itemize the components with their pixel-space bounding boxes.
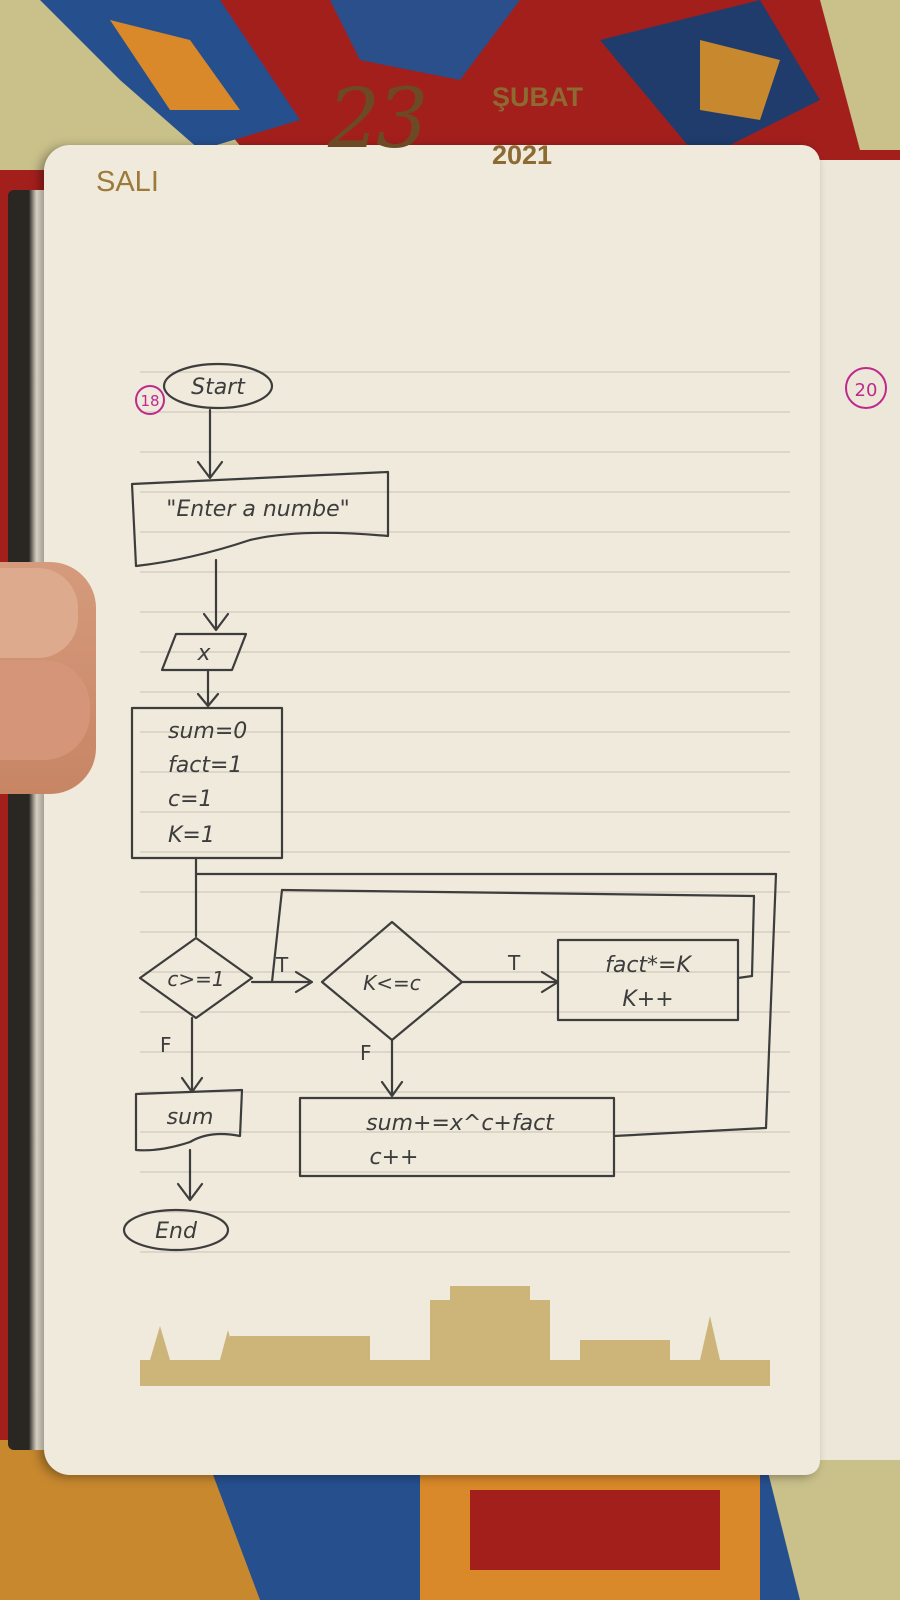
inner-false-label: F xyxy=(360,1041,372,1065)
planner-page xyxy=(44,145,820,1475)
outer-true-label: T xyxy=(275,953,289,977)
thumb-knuckle xyxy=(0,568,78,658)
input-label: x xyxy=(196,641,211,666)
output-document xyxy=(134,1088,244,1152)
year: 2021 xyxy=(492,140,553,170)
outer-condition: c>=1 xyxy=(167,967,224,991)
day-number: 23 xyxy=(328,72,428,167)
init-line-4: K=1 xyxy=(168,823,215,848)
loop-body-process xyxy=(556,938,740,1022)
init-process xyxy=(130,706,284,860)
inner-true-label: T xyxy=(507,951,521,975)
prompt-document xyxy=(130,470,390,568)
outer-decision xyxy=(138,936,254,1020)
skyline-illustration xyxy=(140,1286,770,1386)
update-line-2: c++ xyxy=(370,1145,419,1170)
loop-body-line-1: fact*=K xyxy=(605,953,692,978)
day-name: SALI xyxy=(96,166,159,198)
start-label: Start xyxy=(191,375,246,400)
page-number: 18 xyxy=(140,392,159,410)
update-process xyxy=(298,1096,616,1178)
input-parallelogram xyxy=(160,632,248,672)
init-line-1: sum=0 xyxy=(168,719,247,744)
output-label: sum xyxy=(167,1105,214,1130)
outer-false-label: F xyxy=(160,1033,172,1057)
next-page-number-circle xyxy=(845,367,887,409)
update-line-1: sum+=x^c+fact xyxy=(366,1111,555,1136)
next-page-number: 20 xyxy=(855,380,878,401)
thumb-tip xyxy=(0,660,90,760)
inner-condition: K<=c xyxy=(363,971,421,995)
start-terminal xyxy=(162,362,274,410)
loop-body-line-2: K++ xyxy=(622,987,673,1012)
init-line-3: c=1 xyxy=(168,787,213,812)
init-line-2: fact=1 xyxy=(168,753,242,778)
prompt-label: "Enter a numbe" xyxy=(166,497,350,522)
end-terminal xyxy=(122,1208,230,1252)
month: ŞUBAT xyxy=(492,82,583,112)
page-number-circle xyxy=(135,385,165,415)
end-label: End xyxy=(155,1219,198,1244)
